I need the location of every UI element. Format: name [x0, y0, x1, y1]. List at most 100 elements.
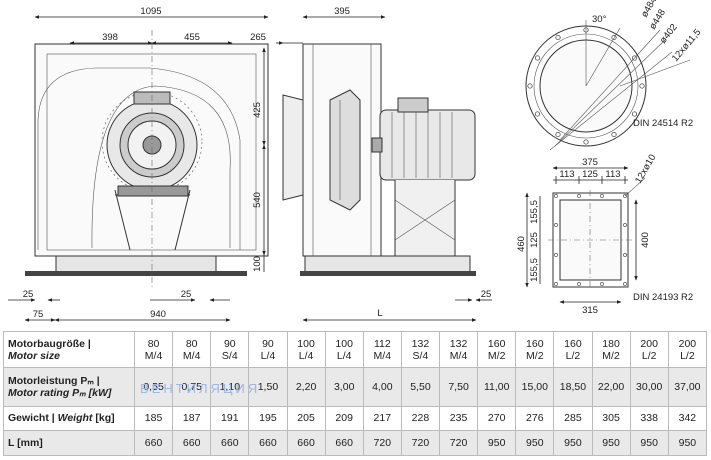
dim-base-offset: 75 [33, 309, 44, 320]
dim-square-inner-width: 315 [582, 305, 598, 316]
table-cell: 90 L/4 [248, 330, 288, 369]
dim-mid-offset: 25 [181, 289, 192, 300]
table-cell: 660 [210, 429, 250, 457]
table-cell: 80 M/4 [172, 330, 212, 369]
square-flange: 375 113 125 113 12xø10 460 155,5 125 155… [516, 153, 693, 316]
dim-seg2: 125 [582, 169, 598, 180]
dim-base-width: 940 [150, 309, 166, 320]
table-cell: 0,55 [133, 367, 174, 407]
round-flange: 30° ø484 ø448 ø402 12xø11,5 DIN 24514 R2 [525, 0, 703, 151]
table-cell: 187 [172, 405, 212, 431]
table-cell: 80 M/4 [133, 330, 174, 369]
table-cell: 4,00 [362, 367, 402, 407]
flange-round-standard: DIN 24514 R2 [633, 118, 693, 129]
table-cell: 195 [248, 405, 288, 431]
row-label-unit: [kg] [92, 412, 115, 425]
side-terminal-box [397, 97, 429, 113]
table-cell: 132 M/4 [438, 330, 479, 369]
table-cell: 305 [591, 405, 631, 431]
table-cell: 90 S/4 [210, 330, 250, 369]
table-cell: 660 [324, 429, 364, 457]
dim-right-offset: 25 [481, 289, 492, 300]
table-cell: 660 [133, 429, 174, 457]
table-cell: 3,00 [324, 367, 364, 407]
row-label-de: L [mm] [8, 436, 43, 449]
row-label-de: Motorleistung Pₘ | [8, 374, 100, 387]
motor-stand [394, 180, 456, 257]
dim-left-part: 398 [102, 32, 118, 43]
dim-right-part: 455 [184, 32, 200, 43]
table-cell: 950 [667, 429, 708, 457]
table-cell: 342 [667, 405, 708, 431]
housing-inner-frame [46, 53, 257, 251]
table-cell: 100 L/4 [324, 330, 364, 369]
table-cell: 720 [438, 429, 479, 457]
front-view: 1095 398 455 425 540 100 25 25 75 940 [8, 6, 269, 322]
table-cell: 950 [591, 429, 631, 457]
dim-inlet: 265 [250, 32, 266, 43]
table-cell: 160 M/2 [515, 330, 555, 369]
table-cell: 160 L/2 [553, 330, 593, 369]
base-plate [25, 271, 247, 276]
square-holes: 12xø10 [633, 153, 658, 186]
table-cell: 228 [400, 405, 441, 431]
flange-angle: 30° [592, 14, 607, 25]
table-cell: 200 L/2 [667, 330, 708, 369]
table-cell: 209 [324, 405, 364, 431]
dim-square-inner-height: 400 [640, 232, 651, 248]
table-cell: 30,00 [629, 367, 669, 407]
dim-length-l: L [377, 308, 382, 319]
table-cell: 132 S/4 [400, 330, 441, 369]
dim-h2: 125 [529, 232, 540, 248]
dim-h3: 155,5 [529, 258, 540, 282]
table-cell: 191 [210, 405, 250, 431]
table-cell: 7,50 [438, 367, 479, 407]
row-label: Gewicht | Weight [kg] [3, 405, 135, 431]
table-cell: 720 [362, 429, 402, 457]
watermark: ВЕНТИЛЯЦИЯ [140, 381, 261, 396]
row-label: Motorleistung Pₘ |Motor rating Pₘ [kW] [3, 367, 135, 407]
table-cell: 720 [400, 429, 441, 457]
table-cell: 15,00 [515, 367, 555, 407]
table-cell: 5,50 [400, 367, 441, 407]
table-cell: 0,75 [172, 367, 212, 407]
dim-seg1: 113 [559, 169, 574, 180]
inlet-cone [282, 94, 304, 201]
row-label-de: Motorbaugröße | [8, 337, 91, 350]
dim-left-offset: 25 [23, 289, 34, 300]
dim-square-width: 375 [582, 157, 598, 168]
table-cell: 160 M/2 [477, 330, 517, 369]
table-cell: 276 [515, 405, 555, 431]
table-cell: 2,20 [286, 367, 326, 407]
table-cell: 270 [477, 405, 517, 431]
dim-width-total: 1095 [140, 6, 161, 17]
base-frame [55, 255, 217, 273]
table-cell: 950 [553, 429, 593, 457]
impeller [329, 89, 361, 211]
table-cell: 37,00 [667, 367, 708, 407]
row-label-de: Gewicht | [8, 412, 55, 425]
table-cell: 200 L/2 [629, 330, 669, 369]
table-cell: 338 [629, 405, 669, 431]
dim-seg3: 113 [605, 169, 620, 180]
side-motor [379, 109, 476, 181]
table-cell: 660 [248, 429, 288, 457]
row-label-en: Motor rating Pₘ [kW] [8, 386, 112, 399]
row-label-en: Motor size [8, 349, 60, 362]
side-base-frame [304, 255, 471, 273]
table-cell: 22,00 [591, 367, 631, 407]
table-cell: 660 [286, 429, 326, 457]
technical-drawing: 1095 398 455 425 540 100 25 25 75 940 [8, 0, 703, 322]
dim-top-width: 395 [334, 6, 350, 17]
table-cell: 180 M/2 [591, 330, 631, 369]
flange-square-standard: DIN 24193 R2 [633, 292, 693, 303]
side-view: 395 265 L 25 [250, 6, 492, 322]
dim-height-upper: 425 [252, 102, 263, 118]
table-cell: 950 [629, 429, 669, 457]
dim-h1: 155,5 [529, 200, 540, 224]
table-cell: 217 [362, 405, 402, 431]
